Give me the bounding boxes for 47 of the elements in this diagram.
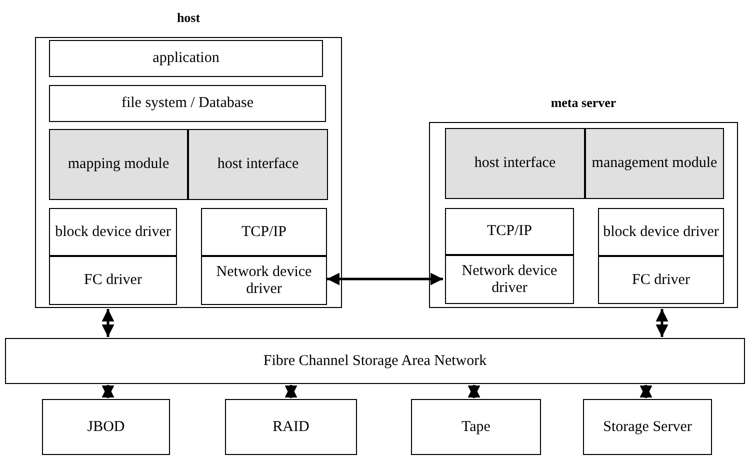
box-label: Storage Server: [602, 418, 693, 436]
box-label: block device driver: [602, 224, 720, 240]
double-arrow: [640, 385, 652, 398]
module-box: [49, 256, 177, 305]
box-label: host interface: [473, 155, 557, 172]
box-label: Tape: [460, 418, 492, 436]
box-heading: meta server: [550, 94, 618, 112]
module-box: [49, 85, 326, 122]
module-box: [583, 399, 712, 455]
double-arrow: [102, 385, 114, 398]
module-box: [585, 128, 724, 199]
module-box: [445, 208, 574, 255]
module-box: [225, 399, 357, 455]
box-label: Network device driver: [215, 264, 313, 298]
box-label: FC driver: [83, 272, 143, 289]
box-label: mapping module: [66, 156, 170, 173]
module-box: [201, 256, 327, 305]
module-box: [445, 128, 585, 199]
box-label: file system / Database: [120, 95, 255, 112]
box-label: Network device driver: [460, 262, 558, 296]
module-box: [445, 255, 574, 304]
double-arrow: [468, 385, 480, 398]
box-label: host interface: [216, 156, 300, 173]
box-label: management module: [590, 155, 718, 172]
box-label: RAID: [272, 418, 310, 436]
module-box: [42, 399, 170, 455]
double-arrow: [102, 309, 114, 337]
module-box: [201, 208, 327, 256]
module-box: [411, 399, 541, 455]
box-label: TCP/IP: [486, 223, 533, 240]
box-label: TCP/IP: [240, 224, 288, 240]
box-label: application: [152, 50, 220, 67]
module-box: [49, 208, 177, 256]
box-label: block device driver: [54, 224, 172, 240]
module-box: [5, 338, 745, 384]
box-heading: host: [176, 9, 202, 27]
box-label: FC driver: [631, 272, 691, 288]
double-arrow: [327, 272, 443, 286]
box-label: Fibre Channel Storage Area Network: [262, 352, 488, 370]
module-box: [49, 129, 188, 200]
module-box: [598, 256, 724, 304]
double-arrow: [656, 309, 668, 337]
module-box: [49, 40, 323, 77]
module-box: [188, 129, 328, 200]
double-arrow: [284, 385, 298, 398]
box-label: JBOD: [86, 418, 126, 436]
module-box: [598, 208, 724, 256]
